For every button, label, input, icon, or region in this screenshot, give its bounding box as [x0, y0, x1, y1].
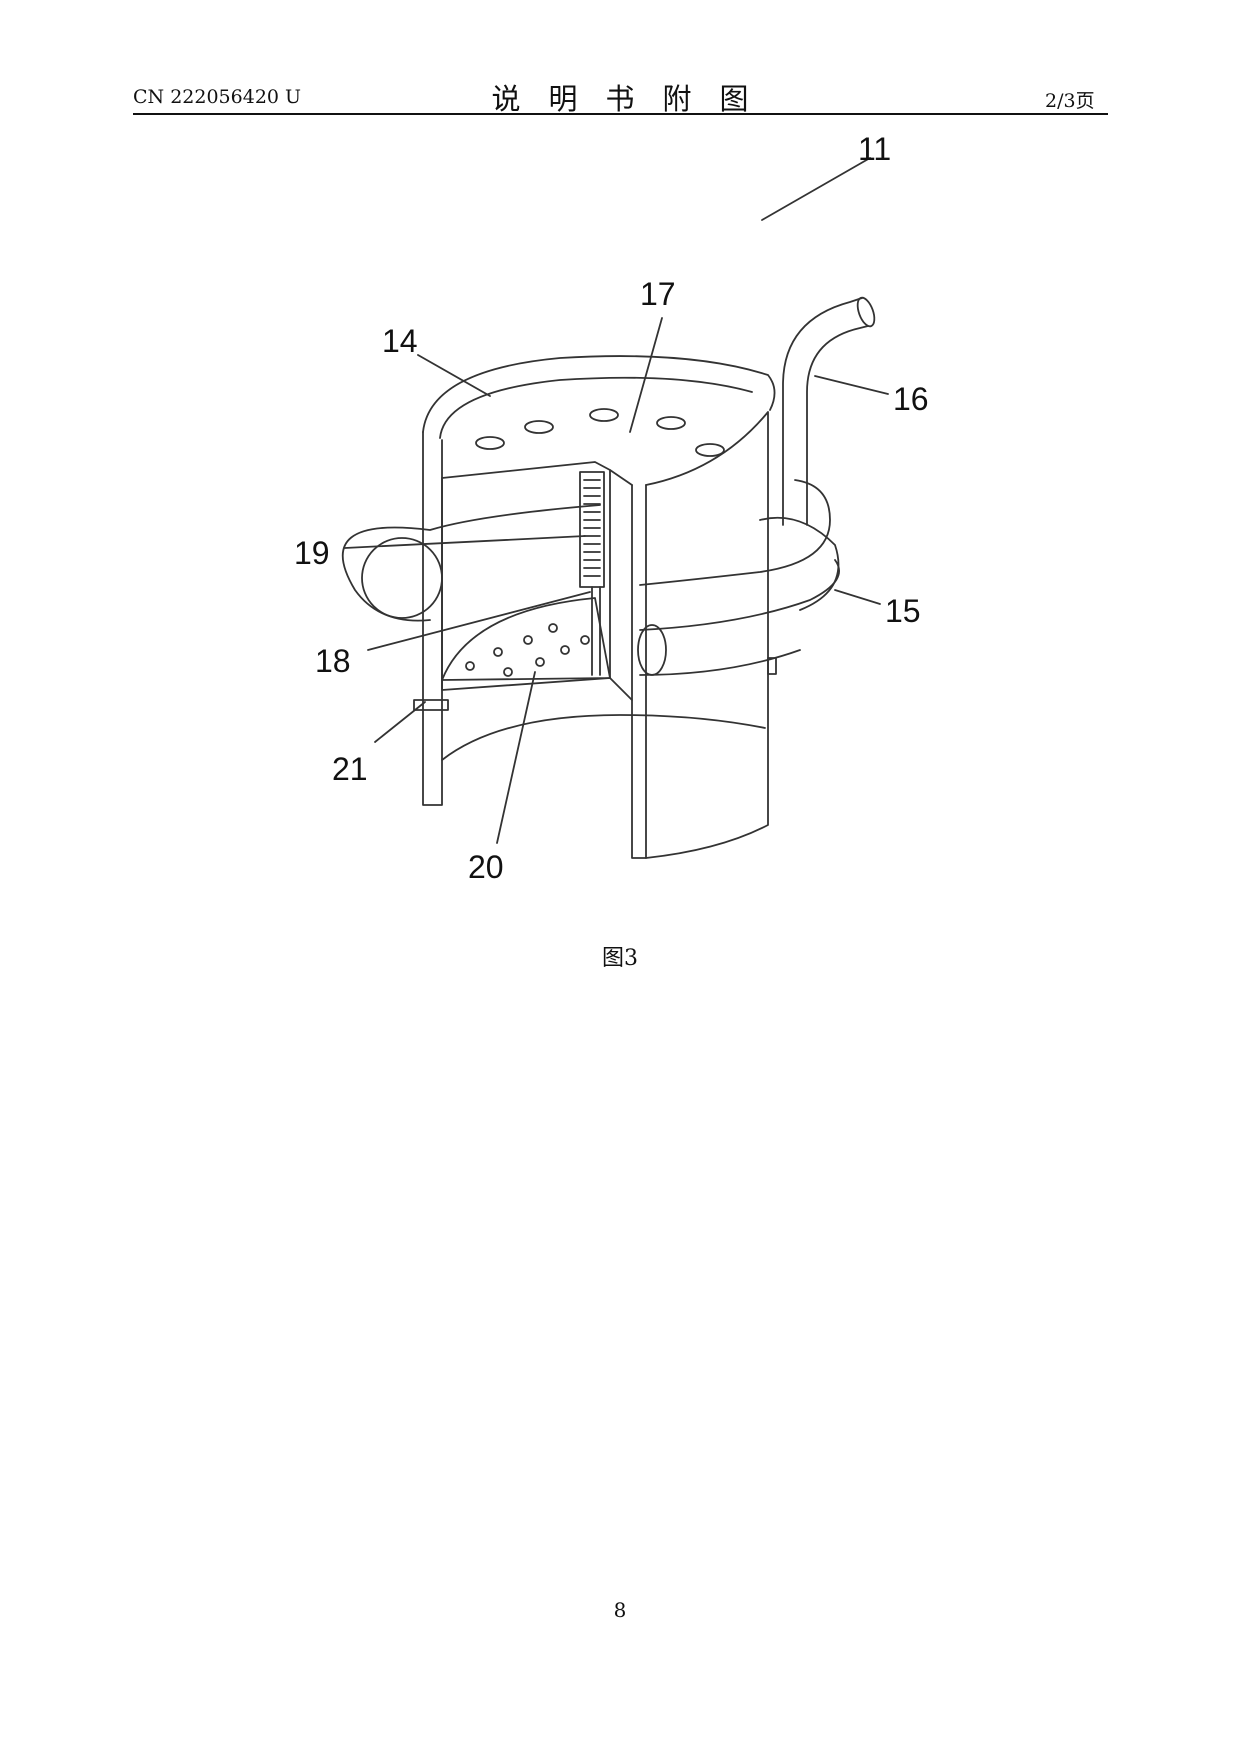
- figure-3-drawing: 11 17 14 16 19 15 18 21 20: [294, 131, 929, 885]
- plate-hole: [475, 436, 505, 450]
- section-title: 说明书附图: [491, 82, 777, 116]
- housing-left-wall: [422, 431, 443, 806]
- leader-18: [367, 591, 591, 651]
- bottom-plate: [441, 597, 611, 681]
- valve: [413, 699, 449, 711]
- housing-rim-inner: [439, 376, 753, 439]
- bottom-hole: [493, 647, 503, 657]
- label-18: 18: [315, 643, 351, 679]
- leader-11: [761, 157, 871, 221]
- label-15: 15: [885, 593, 921, 629]
- pipe-end: [856, 296, 876, 328]
- plate-hole: [695, 443, 725, 457]
- plate-hole: [589, 408, 619, 422]
- sheet-count: 2/3页: [1045, 90, 1095, 112]
- leader-14: [417, 354, 491, 397]
- housing-rim-outer: [422, 355, 776, 433]
- leader-16: [814, 375, 889, 395]
- housing-right-wall: [631, 484, 647, 859]
- inner-cavity: [441, 461, 611, 691]
- spring-housing: [579, 471, 605, 588]
- leader-15: [834, 589, 881, 605]
- label-20: 20: [468, 849, 504, 885]
- bottom-hole: [503, 667, 513, 677]
- leader-19: [344, 535, 586, 549]
- ring-cut-section: [637, 624, 667, 676]
- bottom-hole: [548, 623, 558, 633]
- label-19: 19: [294, 535, 330, 571]
- bottom-hole: [580, 635, 590, 645]
- label-11: 11: [858, 131, 891, 167]
- leader-17: [629, 317, 663, 433]
- ring-left-section: [361, 537, 443, 619]
- label-16: 16: [893, 381, 929, 417]
- label-21: 21: [332, 751, 368, 787]
- outlet-pipe: [782, 297, 869, 526]
- inner-edge: [609, 469, 633, 486]
- header-rule: [133, 113, 1108, 115]
- side-stub: [767, 657, 777, 675]
- plate-hole: [656, 416, 686, 430]
- ring-pipe: [341, 479, 840, 631]
- figure-caption: 图3: [602, 946, 638, 971]
- bottom-hole: [535, 657, 545, 667]
- plate-hole: [524, 420, 554, 434]
- housing-right-face: [645, 411, 769, 859]
- bottom-hole: [523, 635, 533, 645]
- leader-21: [374, 701, 426, 743]
- guide-rod: [591, 586, 601, 676]
- reference-labels: 11 17 14 16 19 15 18 21 20: [294, 131, 929, 885]
- leader-20: [496, 671, 536, 844]
- label-17: 17: [640, 276, 676, 312]
- label-14: 14: [382, 323, 418, 359]
- inner-edge-lower: [609, 677, 633, 701]
- bottom-hole: [465, 661, 475, 671]
- ring-right-bulge: [759, 516, 840, 611]
- document-number: CN 222056420 U: [133, 86, 302, 108]
- bottom-hole: [560, 645, 570, 655]
- page-number: 8: [613, 1598, 627, 1622]
- spring-coils: [583, 479, 601, 577]
- housing-bottom-arc: [441, 714, 766, 761]
- ring-lower-arc: [639, 649, 801, 676]
